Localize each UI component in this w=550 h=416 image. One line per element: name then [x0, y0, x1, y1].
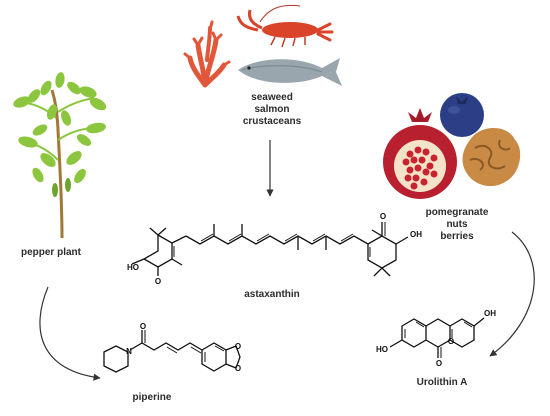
astaxanthin-structure — [131, 222, 409, 277]
pepper-plant-icon — [13, 72, 107, 239]
salmon-icon — [238, 58, 342, 86]
crustaceans-label: crustaceans — [242, 116, 302, 127]
berries-label: berries — [440, 231, 474, 242]
urolithin-o-carbonyl: O — [436, 359, 442, 368]
urolithin-ho-label: HO — [376, 345, 388, 354]
crustacean-icon — [236, 4, 334, 48]
pomegranate-label: pomegranate — [425, 207, 489, 218]
piperine-o-bottom: O — [235, 364, 241, 373]
urolithin-structure — [389, 317, 485, 358]
piperine-structure — [103, 330, 241, 373]
piperine-n-label: N — [126, 347, 132, 356]
piperine-o-carbonyl: O — [140, 322, 146, 331]
astaxanthin-o-left: O — [155, 277, 161, 286]
arrow-fruits-to-urolithin — [489, 231, 535, 357]
salmon-label: salmon — [254, 104, 290, 115]
astaxanthin-o-right: O — [380, 212, 386, 221]
seafood-source-label: seaweed salmon crustaceans — [240, 92, 304, 128]
urolithin-a-label: Urolithin A — [416, 377, 468, 388]
astaxanthin-ho-label: HO — [127, 263, 139, 272]
fruit-source-label: pomegranate nuts berries — [412, 207, 502, 243]
astaxanthin-oh-label: OH — [410, 230, 422, 239]
walnut-icon — [462, 128, 521, 187]
urolithin-o-ring: O — [448, 337, 454, 346]
pomegranate-icon — [383, 108, 457, 199]
piperine-label: piperine — [132, 392, 172, 403]
urolithin-oh-label: OH — [484, 309, 496, 318]
arrow-pepper-to-piperine — [39, 286, 101, 381]
nuts-label: nuts — [446, 219, 468, 230]
blueberry-icon — [440, 93, 484, 137]
pepper-plant-label: pepper plant — [20, 247, 81, 258]
astaxanthin-label: astaxanthin — [244, 289, 300, 300]
piperine-o-top: O — [235, 342, 241, 351]
seaweed-label: seaweed — [251, 92, 293, 103]
seaweed-icon — [183, 20, 231, 88]
